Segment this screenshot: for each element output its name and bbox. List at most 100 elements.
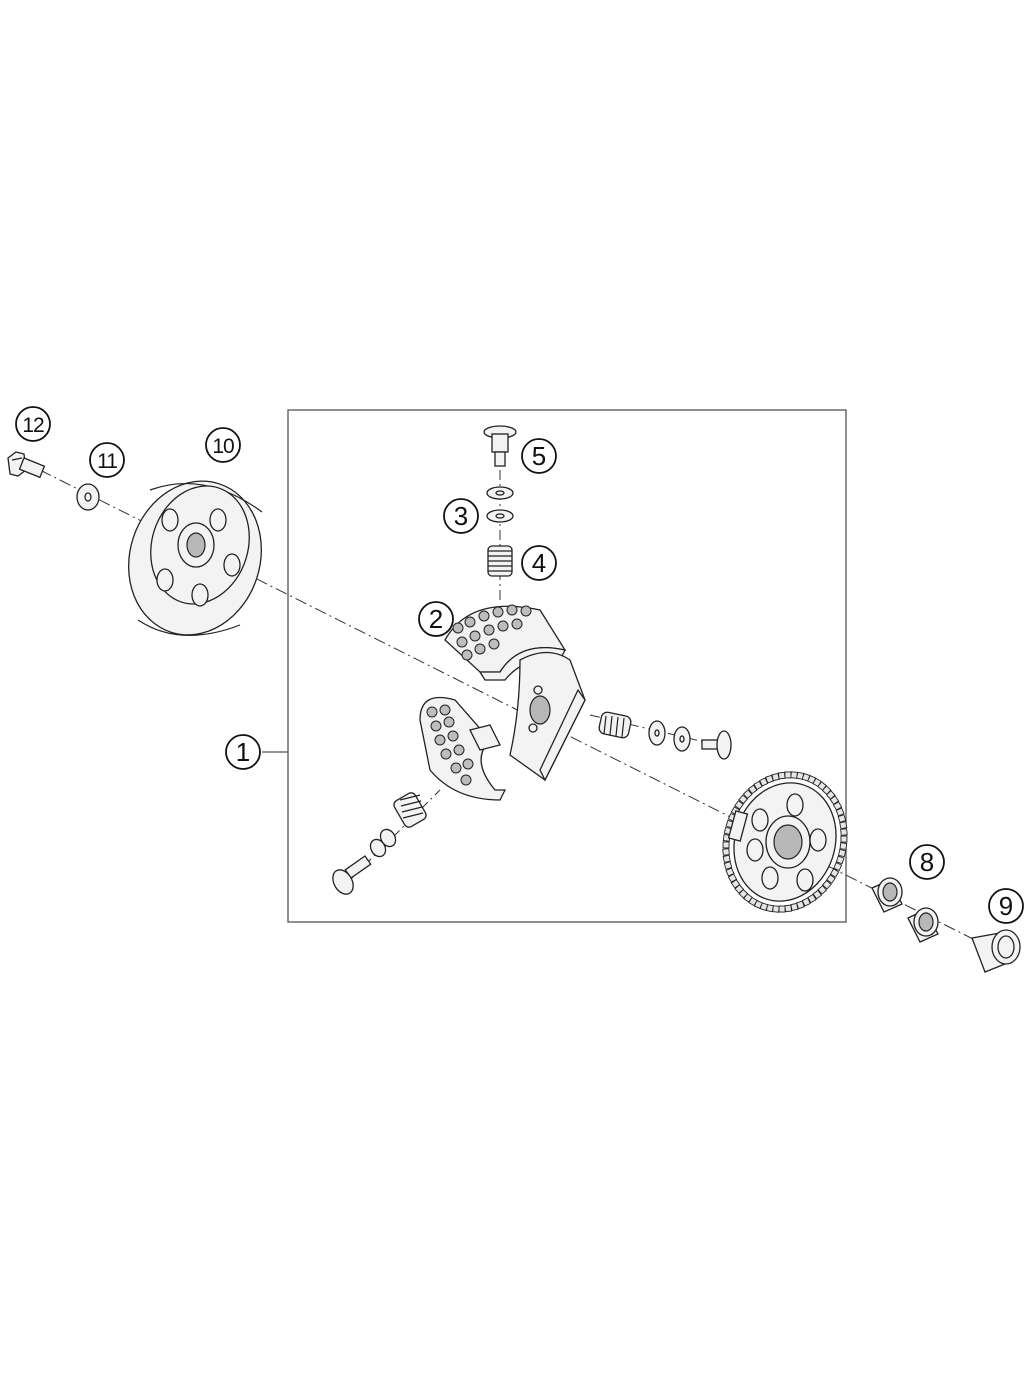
gear-tooth <box>832 801 843 811</box>
friction-pad-dot <box>492 606 504 618</box>
gear-tooth <box>840 828 848 836</box>
gear-tooth <box>722 848 730 856</box>
callout-9: 9 <box>988 888 1024 924</box>
callout-label-9: 9 <box>999 891 1013 921</box>
gear-tooth <box>821 879 832 890</box>
gear-tooth <box>723 861 733 870</box>
washer-part <box>76 483 100 511</box>
friction-pad-dot <box>456 636 468 648</box>
callout-11: 11 <box>89 442 125 478</box>
washer-pair-part <box>486 486 514 523</box>
friction-pad-dot <box>511 618 523 630</box>
lower-spring-part <box>393 792 427 828</box>
right-spring-part <box>598 711 632 739</box>
gear-tooth <box>839 842 848 850</box>
friction-pad-dot <box>497 620 509 632</box>
gear-tooth <box>753 780 763 791</box>
clutch-shoe-lower-part <box>419 696 507 801</box>
friction-pad-dot <box>447 730 459 742</box>
friction-pad-dot <box>506 604 518 616</box>
callout-label-4: 4 <box>532 548 546 578</box>
lower-pin-part <box>332 855 372 895</box>
gear-tooth <box>738 794 749 805</box>
callout-label-1: 1 <box>236 737 250 767</box>
bolt-part <box>7 451 46 479</box>
starter-gear-part <box>722 771 848 913</box>
right-washers-part <box>648 720 691 752</box>
gear-tooth <box>742 789 753 800</box>
clutch-drum-part <box>127 480 263 636</box>
callout-label-3: 3 <box>454 501 468 531</box>
pin-part-top <box>483 425 517 467</box>
friction-pad-dot <box>520 605 532 617</box>
gear-tooth <box>778 905 786 913</box>
gear-tooth <box>725 867 735 877</box>
friction-pad-dot <box>478 610 490 622</box>
gear-tooth <box>839 821 848 830</box>
friction-pad-dot <box>474 643 486 655</box>
friction-pad-dot <box>462 758 474 770</box>
bearing-rings-part <box>871 877 939 943</box>
friction-pad-dot <box>464 616 476 628</box>
friction-pad-dot <box>452 622 464 634</box>
callout-10: 10 <box>205 427 241 463</box>
callout-8: 8 <box>909 844 945 880</box>
friction-pad-dot <box>488 638 500 650</box>
friction-pad-dot <box>450 762 462 774</box>
gear-tooth <box>727 873 738 883</box>
callout-12: 12 <box>15 406 51 442</box>
gear-tooth <box>801 897 811 907</box>
gear-tooth <box>840 835 848 843</box>
clutch-hub-part <box>509 651 586 782</box>
callout-1: 1 <box>225 734 261 770</box>
gear-tooth <box>722 854 731 863</box>
callout-label-11: 11 <box>97 450 117 473</box>
friction-pad-dot <box>426 706 438 718</box>
callout-label-5: 5 <box>532 441 546 471</box>
gear-tooth <box>784 771 792 779</box>
gear-tooth <box>730 878 741 889</box>
right-pin-part <box>701 730 732 760</box>
friction-pad-dot <box>439 704 451 716</box>
gear-tooth <box>784 904 793 913</box>
gear-tooth <box>837 814 847 823</box>
gear-tooth <box>833 862 843 872</box>
gear-tooth <box>771 772 780 782</box>
gear-tooth <box>817 884 828 895</box>
callout-label-8: 8 <box>920 847 934 877</box>
friction-pad-dot <box>434 734 446 746</box>
gear-tooth <box>777 771 786 780</box>
gear-tooth <box>829 868 840 878</box>
lower-washers-part <box>369 828 397 858</box>
gear-tooth <box>807 893 817 904</box>
gear-tooth <box>826 874 836 884</box>
callout-label-2: 2 <box>429 604 443 634</box>
bushing-part <box>971 929 1021 973</box>
gear-tooth <box>790 902 799 912</box>
gear-tooth <box>812 889 823 900</box>
gear-tooth <box>837 848 847 858</box>
assembly-frame <box>287 409 847 923</box>
callout-2: 2 <box>418 601 454 637</box>
callout-label-12: 12 <box>22 414 44 437</box>
friction-pad-dot <box>483 624 495 636</box>
friction-pad-dot <box>460 774 472 786</box>
gear-tooth <box>722 841 730 849</box>
callout-3: 3 <box>443 498 479 534</box>
friction-pad-dot <box>430 720 442 732</box>
gear-tooth <box>747 784 758 795</box>
gear-teeth <box>722 771 848 913</box>
friction-pads-lower <box>426 704 474 786</box>
gear-tooth <box>835 807 845 817</box>
gear-tooth <box>829 795 840 806</box>
callout-label-10: 10 <box>212 435 234 458</box>
spring-part <box>487 545 513 577</box>
friction-pad-dot <box>443 716 455 728</box>
callout-4: 4 <box>521 545 557 581</box>
gear-tooth <box>759 777 769 787</box>
friction-pad-dot <box>461 649 473 661</box>
gear-tooth <box>835 855 845 865</box>
friction-pads-upper <box>452 604 532 661</box>
